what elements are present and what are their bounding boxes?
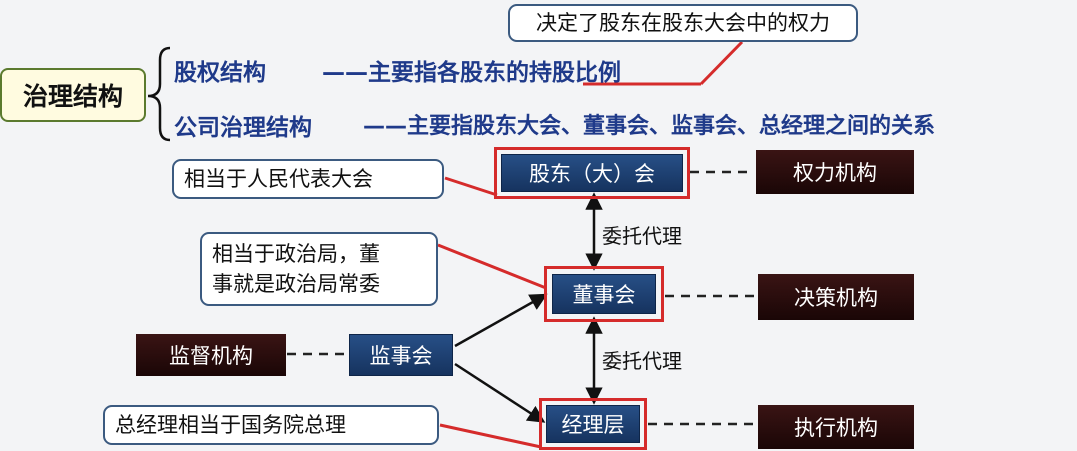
supervisors-node: 监事会 [349,334,453,376]
callout-shareholders-text: 相当于人民代表大会 [184,167,373,191]
role-power: 权力机构 [756,150,914,194]
role-supervision: 监督机构 [136,334,286,376]
callout-management: 总经理相当于国务院总理 [103,405,439,445]
callout-management-text: 总经理相当于国务院总理 [115,413,346,437]
board-node: 董事会 [552,274,656,314]
callout-top-text: 决定了股东在股东大会中的权力 [536,11,830,35]
edge-label-delegation-upper: 委托代理 [602,224,682,248]
callout-shareholder-power: 决定了股东在股东大会中的权力 [508,4,858,42]
callout-line-management [439,423,542,449]
governance-structure-label: 治理结构 [0,68,146,122]
equity-desc-prefix: ——主要指各股东的 [322,60,529,86]
shareholders-node: 股东（大）会 [501,154,683,192]
callout-board: 相当于政治局，董 事就是政治局常委 [200,232,438,306]
arrow-supervisors-management [454,362,546,423]
callout-line-top [699,40,744,86]
callout-board-line1: 相当于政治局，董 [212,242,380,266]
main-label-text: 治理结构 [22,82,123,111]
equity-structure-term: 股权结构 [174,60,266,86]
edge-label-delegation-lower: 委托代理 [602,349,682,373]
management-node: 经理层 [546,405,640,443]
board-node-frame: 董事会 [544,266,664,322]
shareholders-node-frame: 股东（大）会 [494,147,690,199]
corporate-governance-term: 公司治理结构 [174,115,312,141]
role-execution: 执行机构 [758,405,914,449]
brace [147,46,171,142]
callout-shareholders: 相当于人民代表大会 [172,159,444,199]
arrow-supervisors-board [454,293,548,348]
management-node-frame: 经理层 [539,398,647,450]
role-decision: 决策机构 [758,274,914,320]
callout-board-line2: 事就是政治局常委 [212,272,380,296]
callout-line-shareholders [444,176,498,197]
corporate-governance-desc: ——主要指股东大会、董事会、监事会、总经理之间的关系 [363,114,936,139]
equity-desc-emphasis: 持股比例 [529,60,621,86]
equity-structure-desc: ——主要指各股东的持股比例 [322,53,621,87]
callout-line-board [437,243,547,290]
